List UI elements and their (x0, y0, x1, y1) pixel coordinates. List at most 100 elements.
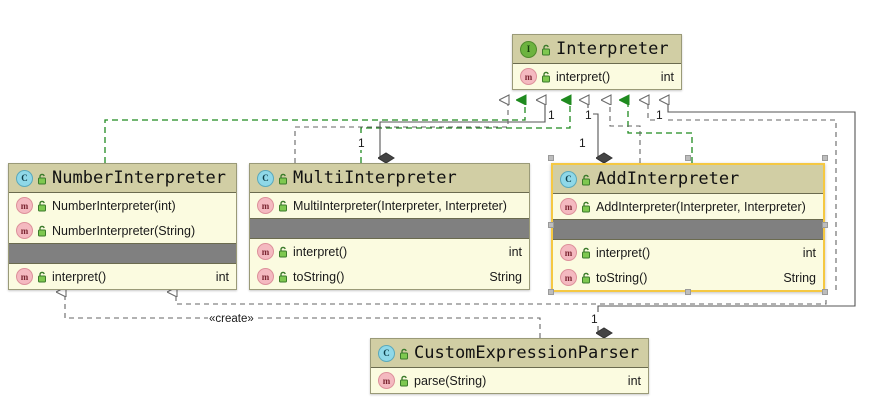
selection-handle[interactable] (822, 289, 828, 295)
multiplicity-multi-1: 1 (357, 136, 366, 150)
lock-public-icon (37, 271, 48, 283)
method-icon: m (560, 269, 577, 286)
class-header-number-interpreter: C NumberInterpreter (9, 164, 236, 193)
class-box-multi-interpreter[interactable]: C MultiInterpreter m MultiInterpreter(In… (249, 163, 530, 290)
selection-handle[interactable] (822, 222, 828, 228)
selection-handle[interactable] (685, 155, 691, 161)
member-label: interpret() (596, 245, 651, 260)
member-label: interpret() (52, 269, 107, 284)
interface-icon: I (520, 40, 537, 58)
member-label: MultiInterpreter(Interpreter, Interprete… (293, 198, 507, 213)
realization-multi-interpreter[interactable] (360, 100, 570, 163)
selection-handle[interactable] (685, 289, 691, 295)
class-header-add-interpreter: C AddInterpreter (553, 165, 823, 194)
class-section-add-interpreter-constructors: m AddInterpreter(Interpreter, Interprete… (553, 194, 823, 219)
lock-public-icon (399, 347, 410, 360)
class-icon: C (16, 169, 33, 187)
method-icon: m (16, 197, 33, 214)
class-section-number-interpreter-constructors: m NumberInterpreter(int) m (9, 193, 236, 243)
dependency-create-number-interpreter-b[interactable] (176, 292, 827, 305)
class-icon: C (560, 170, 577, 188)
class-name-custom-expression-parser: CustomExpressionParser (414, 343, 640, 363)
member-type: int (508, 244, 522, 259)
class-icon: C (257, 169, 274, 187)
section-separator (9, 243, 236, 264)
class-name-add-interpreter: AddInterpreter (596, 169, 740, 189)
class-box-interpreter[interactable]: I Interpreter m interpret() int (512, 34, 682, 90)
member-label: toString() (293, 269, 345, 284)
class-box-custom-expression-parser[interactable]: C CustomExpressionParser m parse(String) (370, 338, 649, 394)
selection-handle[interactable] (548, 289, 554, 295)
lock-public-icon (278, 246, 289, 258)
member-row[interactable]: m interpret() int (9, 264, 236, 289)
lock-public-icon (581, 173, 592, 186)
member-type: String (783, 270, 816, 285)
member-row[interactable]: m NumberInterpreter(String) (9, 218, 236, 243)
member-row[interactable]: m toString() String (553, 265, 823, 290)
member-row[interactable]: m NumberInterpreter(int) (9, 193, 236, 218)
method-icon: m (378, 372, 395, 389)
class-name-multi-interpreter: MultiInterpreter (293, 168, 457, 188)
lock-public-icon (541, 71, 552, 83)
member-type: int (627, 373, 641, 388)
method-icon: m (257, 197, 274, 214)
member-row[interactable]: m interpret() int (553, 240, 823, 265)
multiplicity-interpreter-c: 1 (655, 108, 664, 122)
member-type: int (215, 269, 229, 284)
composition-multi-to-interpreter-a[interactable] (380, 100, 545, 158)
class-section-custom-expression-parser-methods: m parse(String) int (371, 368, 648, 393)
member-label: NumberInterpreter(String) (52, 223, 196, 238)
selection-handle[interactable] (822, 155, 828, 161)
method-icon: m (257, 268, 274, 285)
class-box-add-interpreter[interactable]: C AddInterpreter m AddInterpreter(Interp… (551, 163, 825, 292)
section-separator (250, 218, 529, 239)
method-icon: m (560, 198, 577, 215)
multiplicity-interpreter-a: 1 (547, 108, 556, 122)
member-type: int (660, 69, 674, 84)
member-row[interactable]: m AddInterpreter(Interpreter, Interprete… (553, 194, 823, 219)
lock-public-icon (37, 200, 48, 212)
member-type: int (802, 245, 816, 260)
dependency-create-number-interpreter-a[interactable] (65, 292, 541, 338)
method-icon: m (16, 222, 33, 239)
selection-handle[interactable] (548, 155, 554, 161)
lock-public-icon (399, 375, 410, 387)
member-row[interactable]: m MultiInterpreter(Interpreter, Interpre… (250, 193, 529, 218)
selection-handle[interactable] (548, 222, 554, 228)
class-section-add-interpreter-methods: m interpret() int m to (553, 240, 823, 290)
member-row[interactable]: m interpret() int (250, 239, 529, 264)
multiplicity-interpreter-b: 1 (584, 108, 593, 122)
method-icon: m (560, 244, 577, 261)
member-label: toString() (596, 270, 648, 285)
member-label: interpret() (556, 69, 611, 84)
member-label: interpret() (293, 244, 348, 259)
class-header-multi-interpreter: C MultiInterpreter (250, 164, 529, 193)
member-row[interactable]: m interpret() int (513, 64, 681, 89)
member-label: NumberInterpreter(int) (52, 198, 176, 213)
multiplicity-parser-1: 1 (590, 312, 599, 326)
multiplicity-add-1: 1 (578, 136, 587, 150)
lock-public-icon (278, 172, 289, 185)
member-type: String (489, 269, 522, 284)
dependency-multi-to-interpreter[interactable] (294, 100, 508, 163)
class-section-interpreter-methods: m interpret() int (513, 64, 681, 89)
dependency-add-to-interpreter[interactable] (610, 100, 641, 163)
lock-public-icon (581, 247, 592, 259)
method-icon: m (257, 243, 274, 260)
section-separator (553, 219, 823, 240)
realization-number-interpreter[interactable] (104, 100, 525, 163)
lock-public-icon (278, 271, 289, 283)
class-icon: C (378, 344, 395, 362)
class-header-interpreter: I Interpreter (513, 35, 681, 64)
member-row[interactable]: m parse(String) int (371, 368, 648, 393)
class-section-multi-interpreter-methods: m interpret() int m to (250, 239, 529, 289)
method-icon: m (16, 268, 33, 285)
lock-public-icon (541, 43, 552, 56)
member-row[interactable]: m toString() String (250, 264, 529, 289)
lock-public-icon (37, 172, 48, 185)
method-icon: m (520, 68, 537, 85)
lock-public-icon (581, 201, 592, 213)
class-box-number-interpreter[interactable]: C NumberInterpreter m NumberInterpreter(… (8, 163, 237, 290)
lock-public-icon (581, 272, 592, 284)
